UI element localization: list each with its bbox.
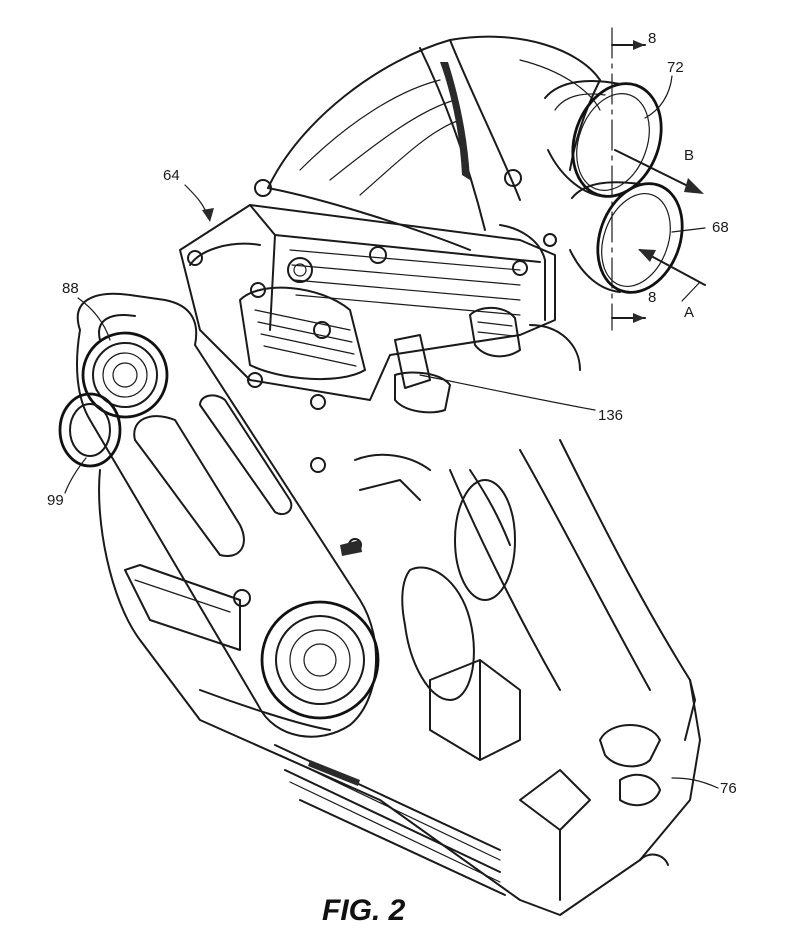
label-a: A <box>684 304 694 321</box>
label-68: 68 <box>712 219 729 236</box>
label-72: 72 <box>667 59 684 76</box>
crankcase-housing <box>98 439 701 916</box>
label-section-bottom: 8 <box>648 289 656 306</box>
supercharger-housing <box>179 169 557 410</box>
fitting-136 <box>394 306 581 414</box>
flow-arrow-a <box>638 249 706 286</box>
section-line-8-8 <box>611 27 646 331</box>
label-b: B <box>684 147 694 164</box>
drive-link-arm <box>58 292 380 738</box>
label-64: 64 <box>163 167 180 184</box>
label-88: 88 <box>62 280 79 297</box>
label-136: 136 <box>598 407 623 424</box>
label-section-top: 8 <box>648 30 656 47</box>
intake-duct <box>267 35 601 251</box>
outlet-tube-68 <box>569 181 684 294</box>
figure-caption: FIG. 2 <box>322 894 406 927</box>
outlet-tube-72 <box>544 79 663 198</box>
leader-lines <box>64 75 719 789</box>
label-99: 99 <box>47 492 64 509</box>
flow-arrow-b <box>614 149 704 194</box>
label-76: 76 <box>720 780 737 797</box>
